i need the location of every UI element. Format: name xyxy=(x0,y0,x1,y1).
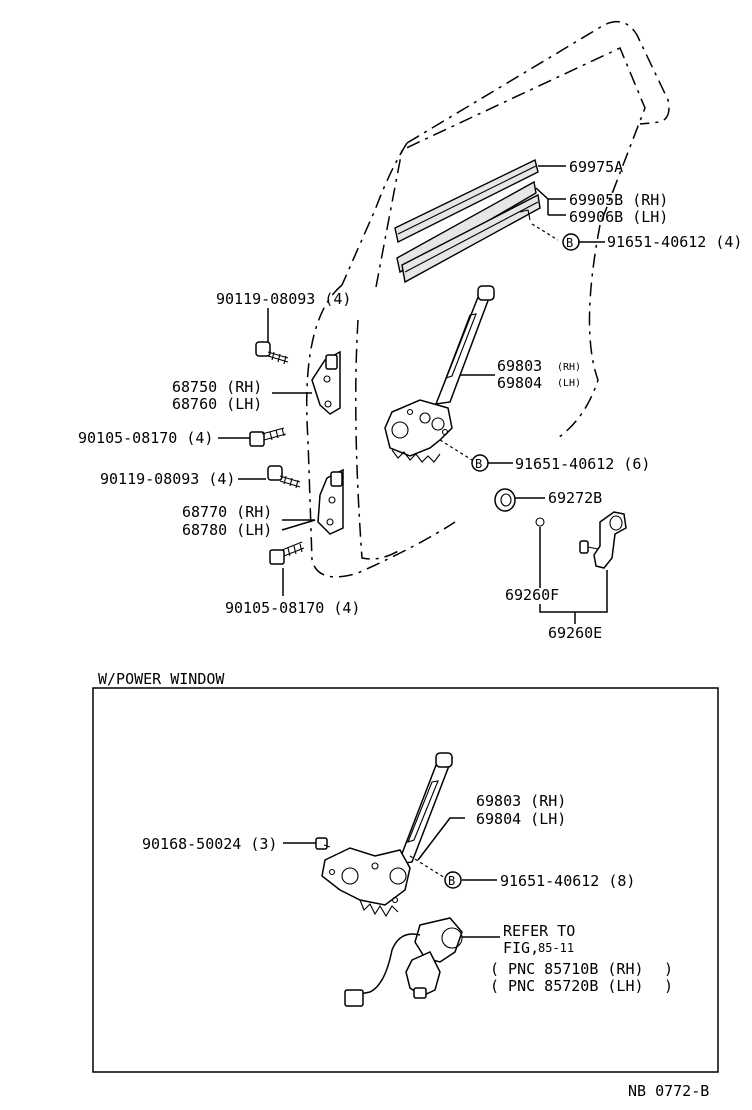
window-regulator xyxy=(384,285,495,463)
callout-b-upper: B xyxy=(562,233,580,251)
power-window-section-title: W/POWER WINDOW xyxy=(98,670,225,688)
label-69260e: 69260E xyxy=(548,624,602,642)
label-69803-rh: (RH) xyxy=(557,362,581,373)
label-90119-mid: 90119-08093 (4) xyxy=(100,470,235,488)
label-90168: 90168-50024 (3) xyxy=(142,835,277,853)
label-69804-pw: 69804 (LH) xyxy=(476,810,566,828)
power-window-motor xyxy=(344,917,463,1007)
label-69272b: 69272B xyxy=(548,489,602,507)
bolt-90168 xyxy=(315,837,331,850)
label-69803-main: 69803 xyxy=(497,357,542,375)
label-pnc-rh: ( PNC 85710B (RH) xyxy=(490,960,644,978)
label-69906b: 69906B (LH) xyxy=(569,208,668,226)
label-69804-lh: (LH) xyxy=(557,378,581,389)
grommet-69272b xyxy=(494,488,516,512)
label-69804-main: 69804 xyxy=(497,374,542,392)
snap-ring-69260f xyxy=(535,517,545,527)
bolt-mid-lower xyxy=(267,465,301,489)
label-refer-to: REFER TO xyxy=(503,922,575,940)
svg-text:B: B xyxy=(448,874,455,888)
label-68770: 68770 (RH) xyxy=(182,503,272,521)
svg-text:B: B xyxy=(566,236,573,250)
label-paren-close-1: ) xyxy=(664,960,673,978)
power-window-leaders xyxy=(283,817,500,938)
bolt-mid-upper xyxy=(249,427,287,447)
door-outline xyxy=(305,20,670,578)
glass-run-channel xyxy=(394,158,541,284)
label-69975a: 69975A xyxy=(569,158,623,176)
label-pnc-lh: ( PNC 85720B (LH) xyxy=(490,977,644,995)
label-90105-bot: 90105-08170 (4) xyxy=(225,599,360,617)
power-window-regulator xyxy=(321,752,454,918)
label-fig-prefix: FIG, xyxy=(503,939,539,957)
callout-b-lower: B xyxy=(444,871,462,889)
window-crank-handle xyxy=(579,511,627,569)
svg-text:B: B xyxy=(475,457,482,471)
lower-hinge xyxy=(317,468,344,535)
label-90119-top: 90119-08093 (4) xyxy=(216,290,351,308)
power-window-section-box xyxy=(92,687,719,1073)
label-69803-pw: 69803 (RH) xyxy=(476,792,566,810)
label-68780: 68780 (LH) xyxy=(182,521,272,539)
leader-lines xyxy=(218,165,608,624)
label-91651-6: 91651-40612 (6) xyxy=(515,455,650,473)
label-paren-close-2: ) xyxy=(664,977,673,995)
bolt-lower xyxy=(269,541,305,565)
label-69905b: 69905B (RH) xyxy=(569,191,668,209)
bolt-upper xyxy=(255,341,289,365)
upper-hinge xyxy=(311,350,341,415)
label-68750: 68750 (RH) xyxy=(172,378,262,396)
label-91651-8: 91651-40612 (8) xyxy=(500,872,635,890)
label-69260f: 69260F xyxy=(505,586,559,604)
label-68760: 68760 (LH) xyxy=(172,395,262,413)
callout-b-mid: B xyxy=(471,454,489,472)
label-fig-number: 85-11 xyxy=(538,941,574,955)
diagram-reference-code: NB 0772-B xyxy=(628,1082,709,1100)
label-91651-4: 91651-40612 (4) xyxy=(607,233,742,251)
label-90105-top: 90105-08170 (4) xyxy=(78,429,213,447)
